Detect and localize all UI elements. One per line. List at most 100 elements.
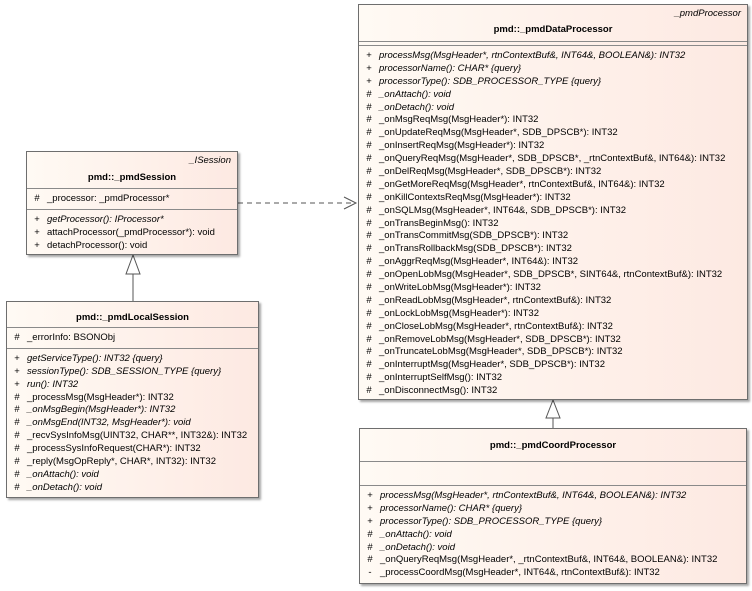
visibility-marker: # — [14, 391, 20, 403]
visibility-marker: + — [367, 490, 373, 501]
operation-row: -_processCoordMsg(MsgHeader*, INT64&, rt… — [360, 567, 746, 580]
operation-signature: _onMsgReqMsg(MsgHeader*): INT32 — [379, 114, 539, 126]
operations-compartment: +getServiceType(): INT32 {query}+session… — [7, 347, 258, 498]
operation-signature: _onMsgEnd(INT32, MsgHeader*): void — [27, 417, 191, 429]
class-name: pmd::_pmdDataProcessor — [493, 24, 613, 35]
operation-row: #_onReadLobMsg(MsgHeader*, rtnContextBuf… — [359, 295, 747, 308]
visibility-marker: # — [366, 320, 372, 332]
operation-signature: _onAggrReqMsg(MsgHeader*, INT64&): INT32 — [379, 256, 579, 268]
visibility-marker: # — [366, 282, 372, 294]
operation-signature: _onUpdateReqMsg(MsgHeader*, SDB_DPSCB*):… — [379, 127, 618, 139]
visibility-marker: # — [366, 204, 372, 216]
operations-compartment: +processMsg(MsgHeader*, rtnContextBuf&, … — [359, 45, 747, 401]
stereotype-label: _ISession — [189, 155, 231, 166]
operation-signature: getProcessor(): IProcessor* — [47, 213, 164, 225]
stereotype-label: _pmdProcessor — [674, 8, 741, 19]
operation-signature: _onDelReqMsg(MsgHeader*, SDB_DPSCB*): IN… — [379, 166, 602, 178]
operation-signature: getServiceType(): INT32 {query} — [27, 352, 163, 364]
class-name: pmd::_pmdSession — [87, 172, 177, 183]
operation-row: # _onDetach(): void — [359, 102, 747, 115]
visibility-marker: + — [14, 378, 20, 390]
visibility-marker: + — [367, 502, 373, 514]
visibility-marker: + — [366, 50, 372, 61]
operation-row: #_onTransCommitMsg(SDB_DPSCB*): INT32 — [359, 230, 747, 243]
class-name: pmd::_pmdLocalSession — [76, 312, 189, 323]
visibility-marker: # — [366, 101, 372, 113]
class-pmd-coord-processor[interactable]: pmd::_pmdCoordProcessor +processMsg(MsgH… — [359, 428, 747, 584]
class-pmd-data-processor[interactable]: _pmdProcessor pmd::_pmdDataProcessor +pr… — [358, 4, 748, 400]
operation-signature: _onAttach(): void — [379, 88, 451, 100]
visibility-marker: # — [14, 481, 20, 493]
visibility-marker: # — [14, 332, 20, 343]
operation-row: # _onAttach(): void — [360, 529, 746, 542]
operation-signature: _onDetach(): void — [27, 481, 102, 493]
visibility-marker: # — [366, 256, 372, 268]
attributes-compartment: # _errorInfo: BSONObj — [7, 327, 258, 348]
visibility-marker: # — [366, 114, 372, 126]
operation-signature: _onDetach(): void — [380, 541, 455, 553]
operation-row: #_onInterruptSelfMsg(): INT32 — [359, 372, 747, 385]
operation-row: #_onTransRollbackMsg(SDB_DPSCB*): INT32 — [359, 243, 747, 256]
operation-row: #_onMsgEnd(INT32, MsgHeader*): void — [7, 417, 258, 430]
operation-row: # _recvSysInfoMsg(UINT32, CHAR**, INT32&)… — [7, 430, 258, 443]
class-header: _pmdProcessor pmd::_pmdDataProcessor — [359, 5, 747, 41]
operation-row: #_onGetMoreReqMsg(MsgHeader*, rtnContext… — [359, 179, 747, 192]
attribute-signature: _errorInfo: BSONObj — [27, 332, 116, 343]
operation-row: #_onInsertReqMsg(MsgHeader*): INT32 — [359, 140, 747, 153]
operation-signature: processorName(): CHAR* {query} — [379, 62, 522, 74]
operation-row: #_onDisconnectMsg(): INT32 — [359, 385, 747, 398]
operation-signature: _recvSysInfoMsg(UINT32, CHAR**, INT32&):… — [27, 430, 248, 442]
operation-row: +sessionType(): SDB_SESSION_TYPE {query} — [7, 366, 258, 379]
visibility-marker: # — [366, 153, 372, 165]
operation-row: # _reply(MsgOpReply*, CHAR*, INT32): INT3… — [7, 456, 258, 469]
visibility-marker: # — [366, 333, 372, 345]
operation-signature: _onQueryReqMsg(MsgHeader*, _rtnContextBu… — [380, 554, 718, 566]
class-pmd-session[interactable]: _ISession pmd::_pmdSession #_processor: … — [26, 151, 238, 255]
operation-signature: _reply(MsgOpReply*, CHAR*, INT32): INT32 — [27, 456, 216, 468]
operations-compartment: +getProcessor(): IProcessor*+attachProce… — [27, 208, 237, 256]
operation-signature: run(): INT32 — [27, 378, 79, 390]
operation-signature: _onWriteLobMsg(MsgHeader*): INT32 — [379, 282, 541, 294]
operation-row: +getServiceType(): INT32 {query} — [7, 353, 258, 366]
visibility-marker: # — [366, 385, 372, 397]
visibility-marker: # — [366, 127, 372, 139]
operations-compartment: +processMsg(MsgHeader*, rtnContextBuf&, … — [360, 485, 746, 583]
operation-row: #_onDelReqMsg(MsgHeader*, SDB_DPSCB*): I… — [359, 166, 747, 179]
operation-row: #_onMsgBegin(MsgHeader*): INT32 — [7, 404, 258, 417]
operation-signature: _onInterruptSelfMsg(): INT32 — [379, 372, 503, 384]
operation-signature: _processSysInfoRequest(CHAR*): INT32 — [27, 443, 201, 455]
visibility-marker: # — [367, 528, 373, 540]
operation-row: #_onQueryReqMsg(MsgHeader*, SDB_DPSCB*, … — [359, 153, 747, 166]
dependency-arrowhead — [343, 196, 358, 210]
visibility-marker: # — [14, 443, 20, 455]
visibility-marker: # — [366, 294, 372, 306]
operation-row: #_onQueryReqMsg(MsgHeader*, _rtnContextB… — [360, 554, 746, 567]
visibility-marker: # — [366, 230, 372, 242]
operation-row: #_onLockLobMsg(MsgHeader*): INT32 — [359, 308, 747, 321]
visibility-marker: # — [14, 468, 20, 480]
visibility-marker: # — [366, 217, 372, 229]
attributes-compartment — [359, 41, 747, 45]
operation-row: + run(): INT32 — [7, 379, 258, 392]
visibility-marker: # — [14, 430, 20, 442]
visibility-marker: # — [34, 193, 40, 204]
operation-signature: _onDetach(): void — [379, 101, 454, 113]
attributes-compartment: #_processor: _pmdProcessor* — [27, 188, 237, 209]
class-header: _ISession pmd::_pmdSession — [27, 152, 237, 188]
operation-row: # _processSysInfoRequest(CHAR*): INT32 — [7, 443, 258, 456]
operation-signature: _onAttach(): void — [380, 528, 452, 540]
visibility-marker: # — [366, 178, 372, 190]
visibility-marker: # — [14, 456, 20, 468]
operation-signature: attachProcessor(_pmdProcessor*): void — [47, 226, 215, 238]
operation-row: # _onAttach(): void — [7, 469, 258, 482]
operation-row: # _onDetach(): void — [7, 482, 258, 495]
operation-row: +processorName(): CHAR* {query} — [360, 503, 746, 516]
class-pmd-local-session[interactable]: pmd::_pmdLocalSession # _errorInfo: BSONO… — [6, 301, 259, 498]
generalization-arrowhead-session — [125, 253, 141, 275]
visibility-marker: # — [366, 140, 372, 152]
class-name: pmd::_pmdCoordProcessor — [489, 440, 617, 451]
operation-signature: processorType(): SDB_PROCESSOR_TYPE {que… — [380, 515, 603, 527]
operation-signature: _onAttach(): void — [27, 468, 99, 480]
attribute-row: #_processor: _pmdProcessor* — [27, 193, 237, 206]
